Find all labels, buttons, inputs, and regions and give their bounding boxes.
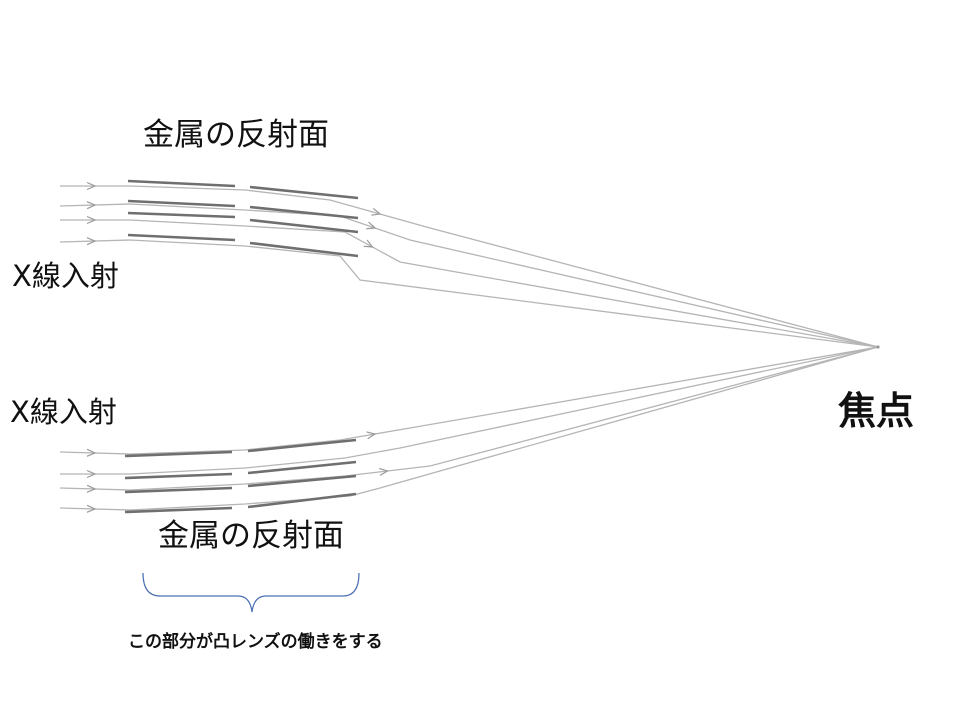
lower-ray-1 bbox=[59, 346, 879, 455]
lower-ray-4-arrow-0 bbox=[86, 504, 97, 513]
focal-point bbox=[876, 345, 880, 349]
upper-mirror-1 bbox=[127, 179, 236, 188]
lower-ray-3 bbox=[59, 346, 879, 491]
mirror-segments bbox=[124, 179, 359, 514]
upper-ray-2-arrow-0 bbox=[86, 201, 97, 210]
upper-ray-4 bbox=[59, 239, 879, 348]
xray-incident-label-top: X線入射 bbox=[12, 259, 119, 293]
lower-mirror-8 bbox=[247, 492, 357, 509]
lower-ray-3-arrow-1 bbox=[378, 467, 389, 476]
lower-mirror-7 bbox=[124, 506, 233, 514]
lower-ray-1-arrow-1 bbox=[366, 431, 377, 440]
upper-mirror-5 bbox=[127, 211, 236, 219]
upper-ray-4-arrow-0 bbox=[86, 237, 97, 246]
upper-ray-3 bbox=[60, 219, 879, 348]
upper-mirror-8 bbox=[249, 241, 359, 258]
lower-ray-3-arrow-0 bbox=[86, 484, 97, 493]
upper-ray-1-arrow-1 bbox=[371, 208, 382, 216]
lower-ray-4 bbox=[59, 346, 879, 511]
upper-mirror-6 bbox=[249, 218, 359, 234]
lower-mirror-1 bbox=[124, 450, 233, 458]
reflective-surface-label-top: 金属の反射面 bbox=[143, 117, 329, 153]
lower-ray-2 bbox=[60, 346, 879, 475]
upper-ray-2 bbox=[59, 203, 879, 348]
xray-beams bbox=[59, 181, 880, 513]
lower-ray-1-arrow-0 bbox=[86, 448, 97, 457]
upper-mirror-4 bbox=[249, 205, 359, 220]
lower-mirror-3 bbox=[124, 472, 233, 480]
upper-ray-1 bbox=[60, 185, 879, 348]
lower-mirror-5 bbox=[124, 486, 233, 494]
lower-mirror-4 bbox=[247, 460, 357, 475]
reflective-surface-label-bottom: 金属の反射面 bbox=[158, 518, 344, 554]
upper-ray-3-arrow-1 bbox=[363, 239, 374, 248]
brace-caption: この部分が凸レンズの働きをする bbox=[128, 632, 383, 652]
upper-ray-1-arrow-0 bbox=[86, 181, 97, 191]
upper-mirror-3 bbox=[127, 199, 236, 208]
upper-ray-2-arrow-1 bbox=[366, 221, 377, 230]
upper-mirror-7 bbox=[127, 233, 236, 242]
lower-mirror-6 bbox=[247, 474, 357, 488]
bracket-brace bbox=[142, 572, 360, 613]
xray-incident-label-bottom: X線入射 bbox=[10, 395, 117, 429]
focal-point-label: 焦点 bbox=[838, 389, 915, 433]
upper-mirror-2 bbox=[249, 185, 359, 200]
lower-mirror-2 bbox=[247, 438, 357, 453]
upper-ray-3-arrow-0 bbox=[86, 215, 97, 225]
lower-ray-2-arrow-0 bbox=[86, 469, 97, 479]
